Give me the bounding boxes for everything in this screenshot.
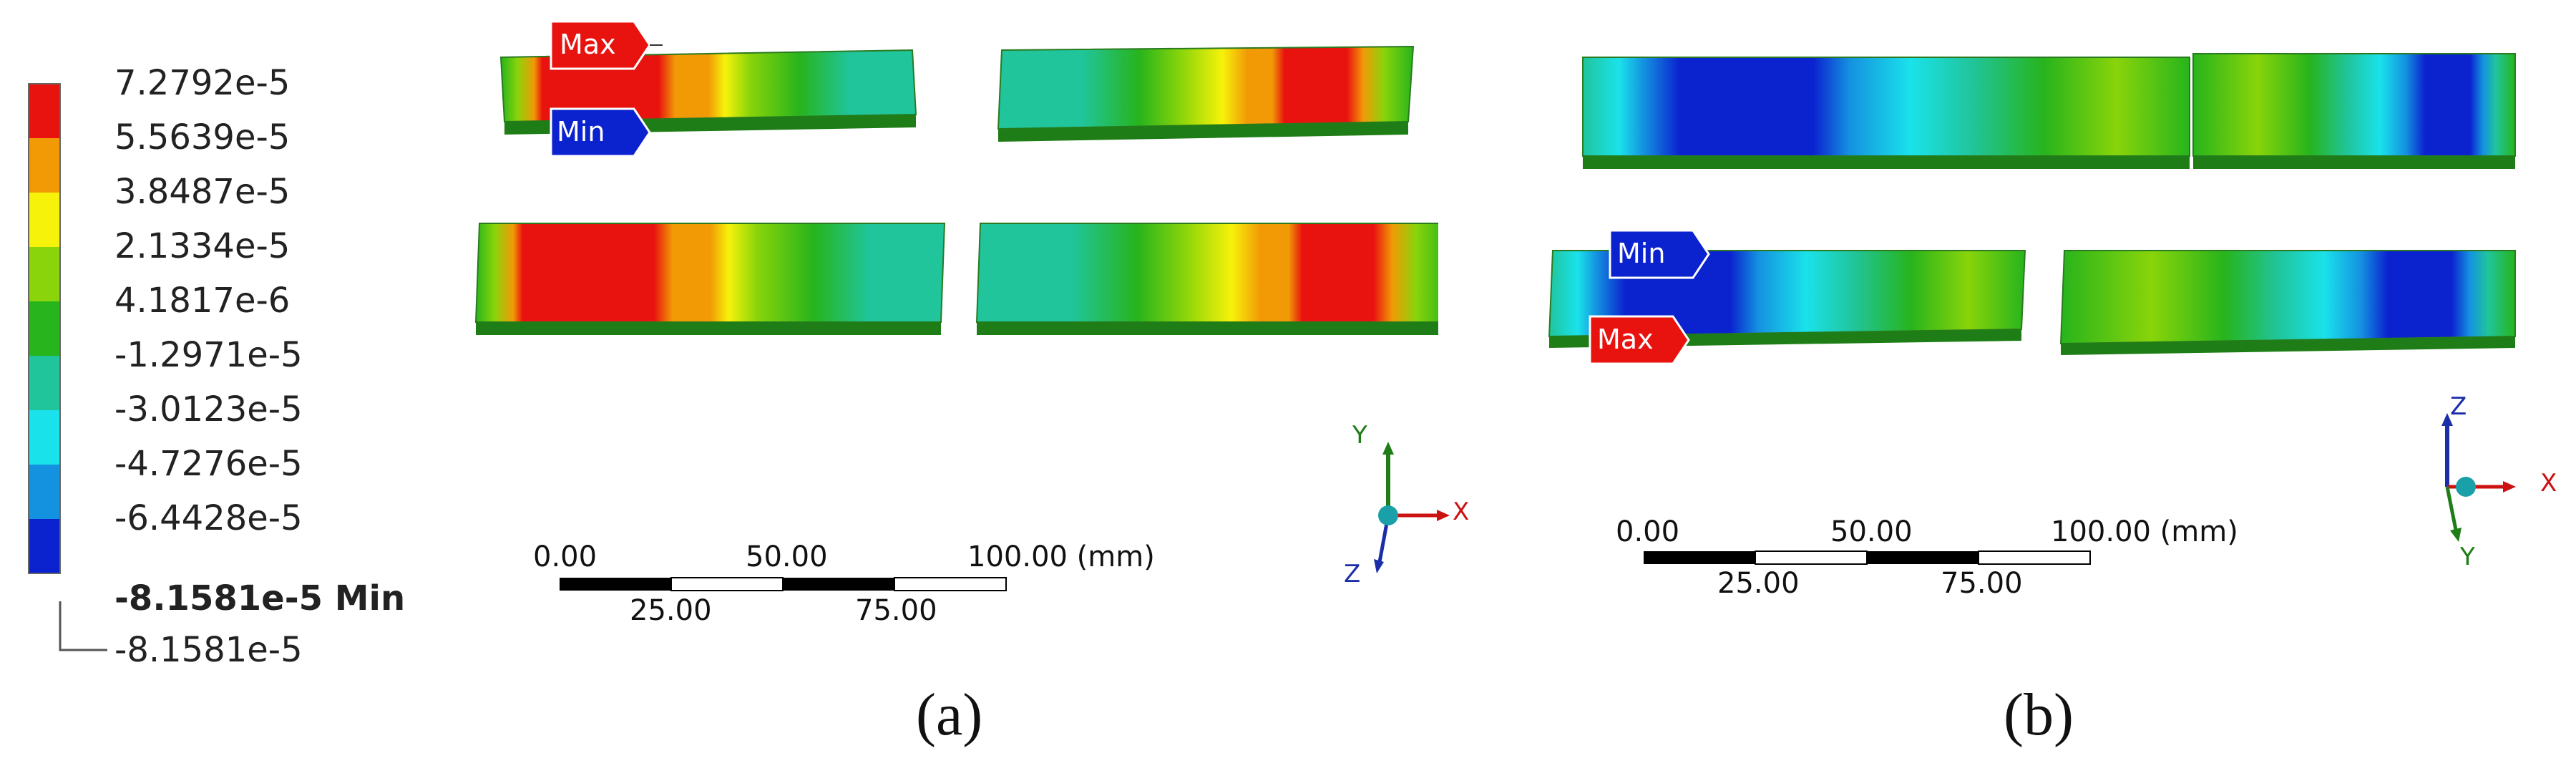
triad-a-y-label: Y [1352, 421, 1367, 450]
min-marker-b-label: Min [1617, 238, 1666, 269]
scale-b-label-25: 25.00 [1717, 567, 1800, 600]
legend-label-6: -1.2971e-5 [114, 335, 303, 375]
legend-band-2 [29, 138, 60, 193]
triad-a-z-label: Z [1344, 560, 1361, 588]
panel-b-beams [1548, 53, 2516, 355]
legend-bottom-label: -8.1581e-5 [114, 630, 303, 670]
caption-b: (b) [2004, 681, 2074, 748]
legend-label-9: -6.4428e-5 [114, 498, 303, 538]
legend-label-4: 2.1334e-5 [114, 226, 291, 266]
legend-band-9 [29, 519, 60, 573]
legend-label-1: 7.2792e-5 [114, 63, 291, 103]
panel-a-beams [474, 45, 1438, 335]
coordinate-triad-b [2441, 413, 2516, 542]
scale-bar-b [1644, 550, 2091, 565]
scale-a-label-100: 100.00 (mm) [967, 540, 1155, 573]
scale-b-label-0: 0.00 [1616, 515, 1680, 548]
min-marker-b [1609, 229, 1710, 279]
scale-b-label-50: 50.00 [1830, 515, 1913, 548]
min-marker-a [550, 107, 651, 157]
legend-band-6 [29, 356, 60, 410]
scale-b-label-100: 100.00 (mm) [2051, 515, 2238, 548]
max-marker-a-label: Max [560, 29, 616, 60]
max-marker-b-label: Max [1597, 324, 1654, 355]
scale-b-label-75: 75.00 [1941, 567, 2023, 600]
legend-label-2: 5.5639e-5 [114, 117, 291, 157]
legend-band-8 [29, 465, 60, 519]
legend-band-5 [29, 301, 60, 356]
scale-a-label-0: 0.00 [533, 540, 597, 573]
scale-a-label-75: 75.00 [855, 594, 937, 627]
scale-a-label-50: 50.00 [746, 540, 828, 573]
triad-b-y-label: Y [2460, 543, 2475, 571]
caption-a: (a) [916, 681, 983, 748]
legend-band-7 [29, 410, 60, 465]
triad-b-z-label: Z [2450, 392, 2467, 421]
legend-label-3: 3.8487e-5 [114, 172, 291, 212]
color-legend [28, 83, 107, 651]
min-marker-a-label: Min [557, 116, 605, 147]
legend-label-5: 4.1817e-6 [114, 281, 291, 321]
scale-bar-a [560, 577, 1007, 591]
legend-band-3 [29, 193, 60, 247]
legend-min-label: -8.1581e-5 Min [114, 578, 406, 619]
triad-b-x-label: X [2540, 469, 2557, 498]
coordinate-triad-a [1374, 442, 1450, 573]
scale-a-label-25: 25.00 [630, 594, 712, 627]
legend-label-8: -4.7276e-5 [114, 444, 303, 484]
max-marker-b [1589, 315, 1690, 365]
legend-band-1 [29, 84, 60, 138]
legend-band-4 [29, 247, 60, 301]
legend-bottom-leader [59, 601, 107, 651]
legend-label-7: -3.0123e-5 [114, 389, 303, 430]
max-marker-a [550, 20, 663, 70]
triad-a-x-label: X [1453, 498, 1470, 526]
